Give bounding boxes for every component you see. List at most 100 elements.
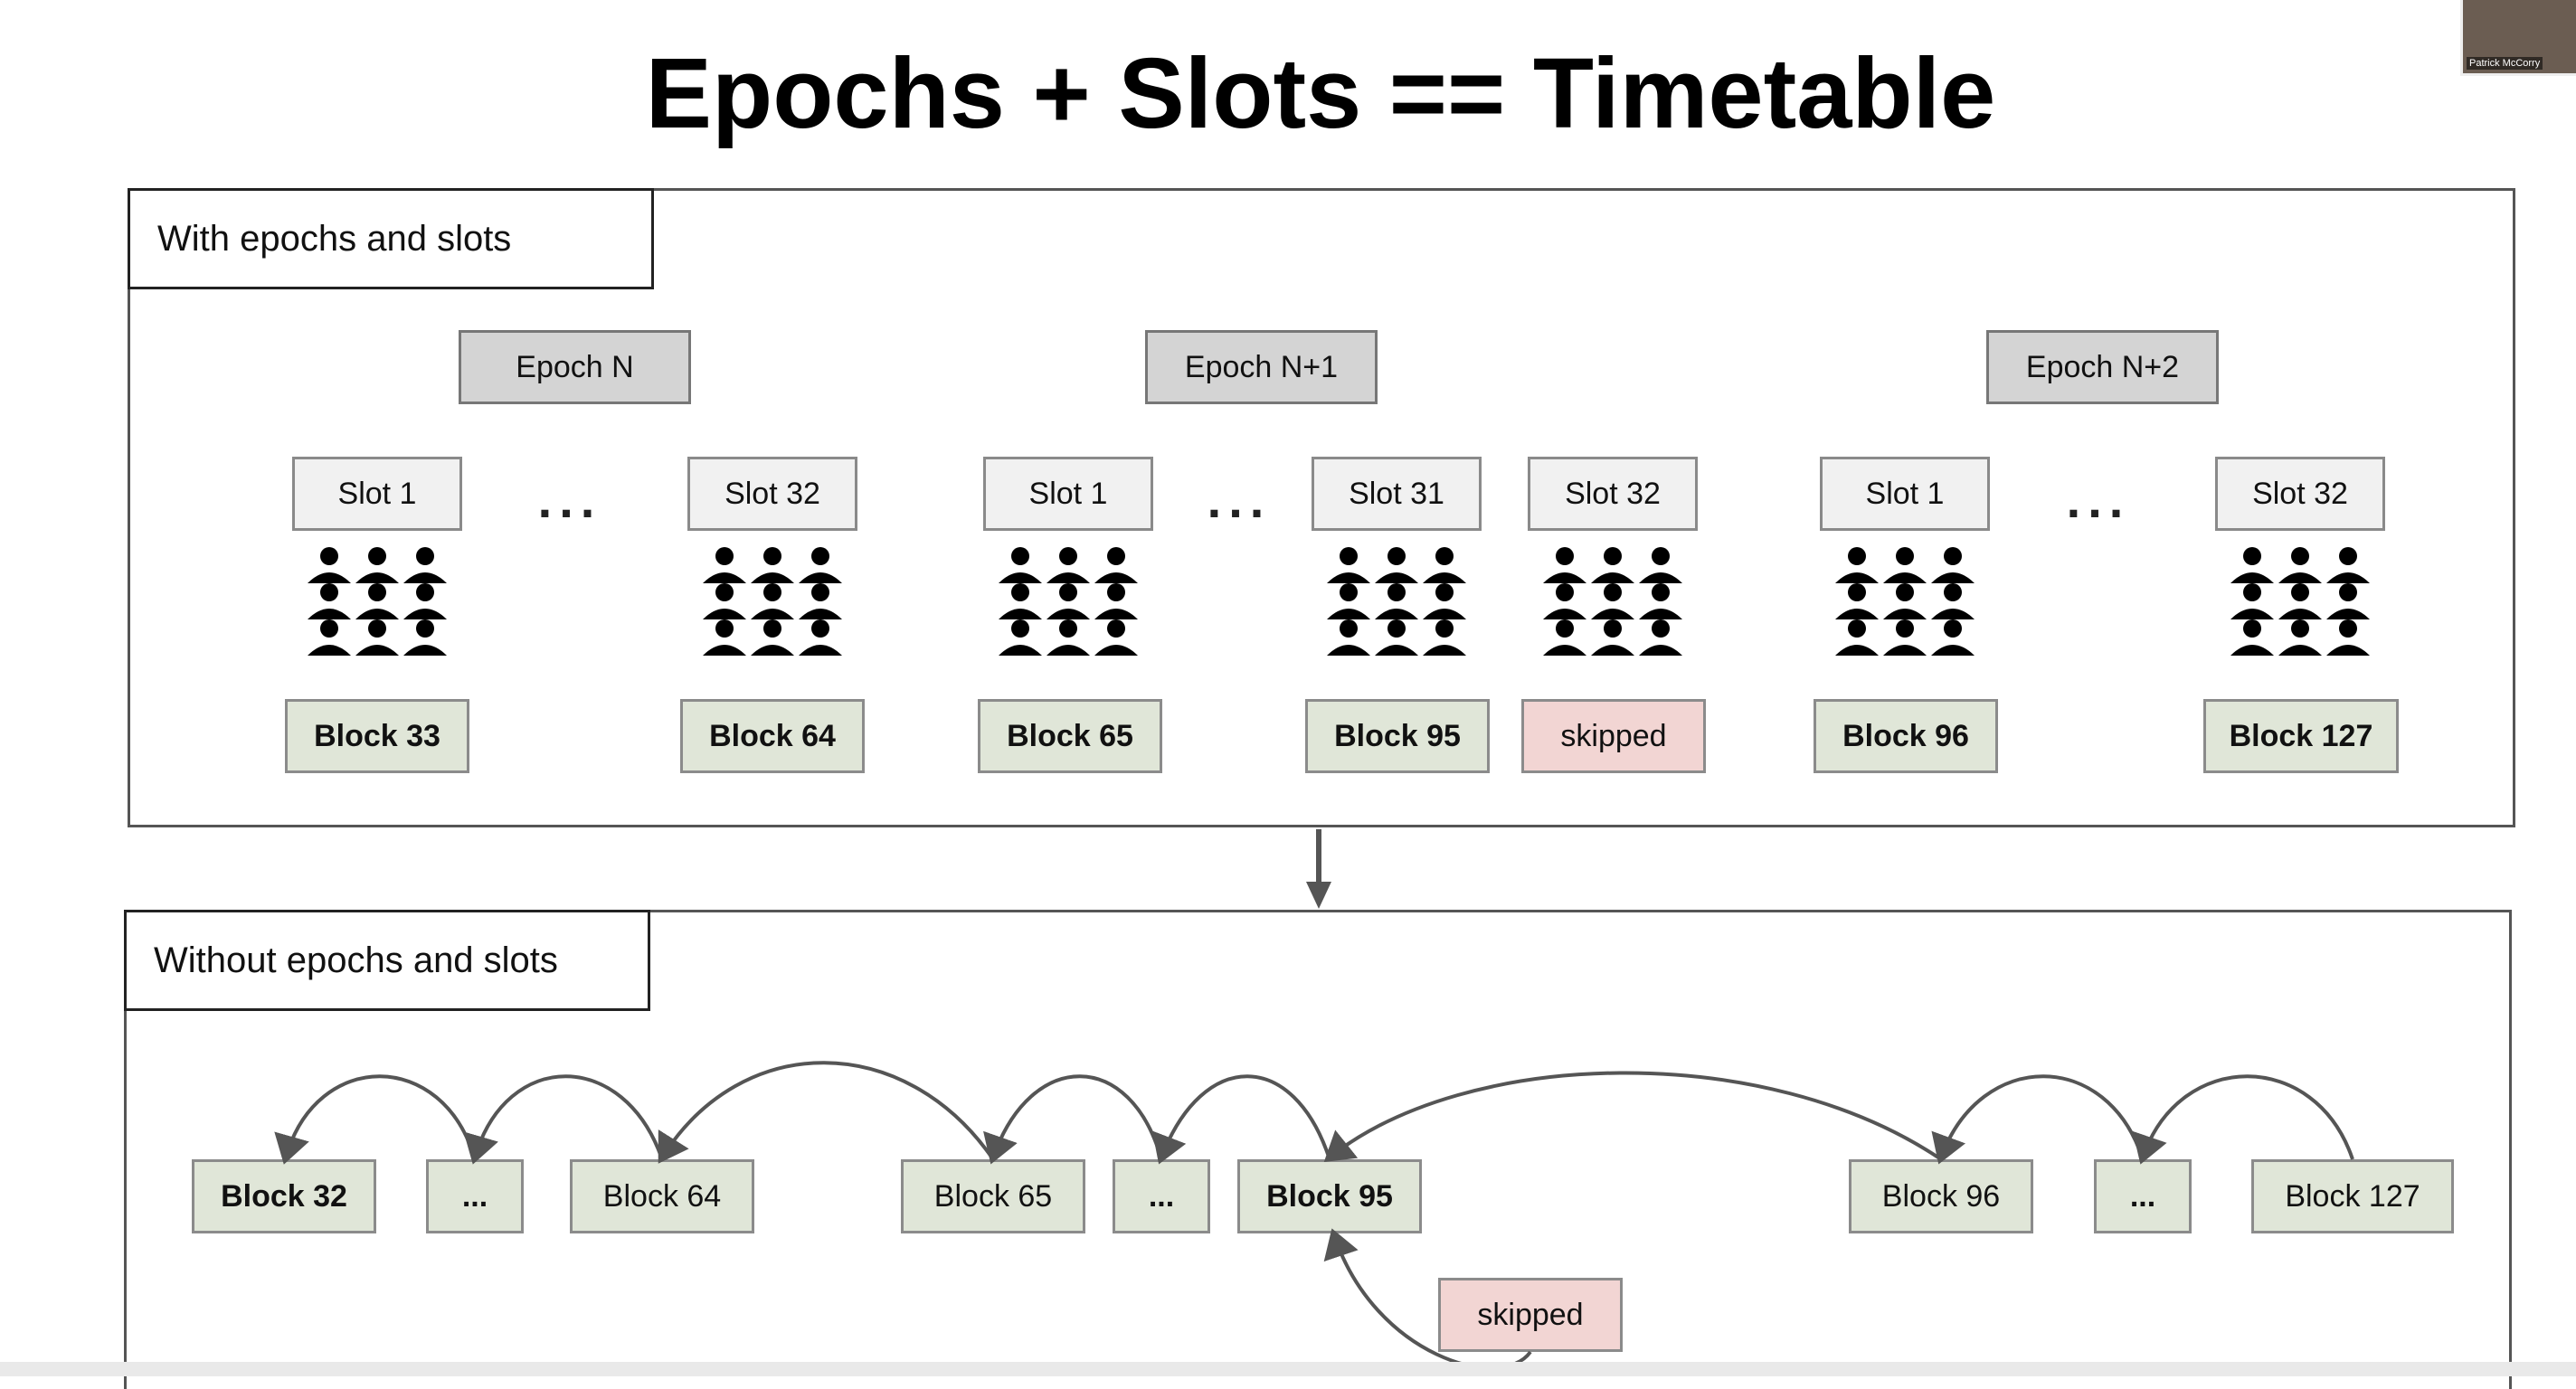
person-head bbox=[1387, 619, 1406, 638]
person-head bbox=[2243, 583, 2261, 601]
person-body bbox=[1046, 645, 1090, 656]
person-head bbox=[715, 619, 734, 638]
block-box: Block 64 bbox=[680, 699, 865, 773]
person-body bbox=[1835, 572, 1879, 583]
webcam-name-label: Patrick McCorry bbox=[2467, 57, 2543, 70]
person-head bbox=[2243, 619, 2261, 638]
person-head bbox=[1340, 619, 1358, 638]
person-body bbox=[2230, 572, 2274, 583]
person-body bbox=[403, 645, 447, 656]
block-box: Block 127 bbox=[2203, 699, 2399, 773]
person-head bbox=[1848, 619, 1866, 638]
person-head bbox=[1896, 619, 1914, 638]
person-body bbox=[1327, 645, 1370, 656]
person-body bbox=[1591, 645, 1634, 656]
person-body bbox=[2278, 572, 2322, 583]
person-body bbox=[799, 609, 842, 619]
person-body bbox=[1835, 609, 1879, 619]
person-head bbox=[1604, 547, 1622, 565]
person-head bbox=[1340, 583, 1358, 601]
chain-block: Block 96 bbox=[1849, 1159, 2033, 1233]
person-head bbox=[1848, 583, 1866, 601]
person-head bbox=[1387, 547, 1406, 565]
person-head bbox=[416, 547, 434, 565]
person-body bbox=[403, 572, 447, 583]
bottom-bar bbox=[0, 1362, 2576, 1376]
person-head bbox=[1011, 583, 1029, 601]
person-body bbox=[1375, 645, 1418, 656]
page-title: Epochs + Slots == Timetable bbox=[645, 38, 1996, 149]
person-head bbox=[1652, 619, 1670, 638]
people-grid-icon bbox=[703, 547, 842, 656]
person-body bbox=[2326, 645, 2370, 656]
person-body bbox=[403, 609, 447, 619]
person-head bbox=[1107, 619, 1125, 638]
person-head bbox=[2339, 547, 2357, 565]
person-head bbox=[811, 583, 829, 601]
person-body bbox=[703, 609, 746, 619]
block-box: Block 65 bbox=[978, 699, 1162, 773]
chain-ellipsis: ... bbox=[2094, 1159, 2192, 1233]
person-body bbox=[1543, 645, 1586, 656]
person-body bbox=[1375, 572, 1418, 583]
person-body bbox=[2278, 609, 2322, 619]
person-head bbox=[320, 619, 338, 638]
person-head bbox=[1107, 583, 1125, 601]
person-head bbox=[1435, 547, 1454, 565]
person-body bbox=[751, 572, 794, 583]
person-head bbox=[715, 583, 734, 601]
person-body bbox=[703, 645, 746, 656]
skipped-block-box: skipped bbox=[1521, 699, 1706, 773]
chain-block: Block 65 bbox=[901, 1159, 1085, 1233]
person-body bbox=[355, 572, 399, 583]
person-body bbox=[1423, 572, 1466, 583]
person-body bbox=[2326, 572, 2370, 583]
chain-block: Block 64 bbox=[570, 1159, 754, 1233]
person-body bbox=[1423, 645, 1466, 656]
person-body bbox=[799, 572, 842, 583]
chain-block: Block 127 bbox=[2251, 1159, 2454, 1233]
person-head bbox=[368, 619, 386, 638]
person-head bbox=[1059, 619, 1077, 638]
person-body bbox=[1543, 609, 1586, 619]
slot-box: Slot 1 bbox=[983, 457, 1153, 531]
person-head bbox=[1604, 619, 1622, 638]
person-head bbox=[1340, 547, 1358, 565]
people-grid-icon bbox=[2230, 547, 2370, 656]
person-body bbox=[1046, 572, 1090, 583]
person-head bbox=[1059, 583, 1077, 601]
person-head bbox=[1556, 619, 1574, 638]
person-body bbox=[1931, 645, 1975, 656]
ellipsis: ... bbox=[2066, 471, 2131, 528]
person-head bbox=[1556, 583, 1574, 601]
person-body bbox=[1327, 609, 1370, 619]
person-head bbox=[1387, 583, 1406, 601]
person-head bbox=[368, 583, 386, 601]
slot-box: Slot 31 bbox=[1312, 457, 1482, 531]
people-grid-icon bbox=[1327, 547, 1466, 656]
person-body bbox=[999, 609, 1042, 619]
people-grid-icon bbox=[308, 547, 447, 656]
person-body bbox=[1883, 609, 1927, 619]
person-head bbox=[811, 619, 829, 638]
person-body bbox=[355, 645, 399, 656]
ellipsis: ... bbox=[1207, 471, 1272, 528]
person-head bbox=[1604, 583, 1622, 601]
person-head bbox=[2291, 583, 2309, 601]
person-head bbox=[368, 547, 386, 565]
people-grid-icon bbox=[999, 547, 1138, 656]
person-body bbox=[1094, 609, 1138, 619]
chain-block: Block 95 bbox=[1237, 1159, 1422, 1233]
person-body bbox=[1094, 645, 1138, 656]
person-body bbox=[1591, 572, 1634, 583]
person-head bbox=[320, 547, 338, 565]
person-head bbox=[416, 583, 434, 601]
panel-with-epochs-label: With epochs and slots bbox=[128, 188, 654, 289]
person-head bbox=[1848, 547, 1866, 565]
person-body bbox=[355, 609, 399, 619]
person-head bbox=[1107, 547, 1125, 565]
slot-box: Slot 32 bbox=[687, 457, 857, 531]
person-head bbox=[2291, 619, 2309, 638]
person-body bbox=[2278, 645, 2322, 656]
person-body bbox=[1046, 609, 1090, 619]
